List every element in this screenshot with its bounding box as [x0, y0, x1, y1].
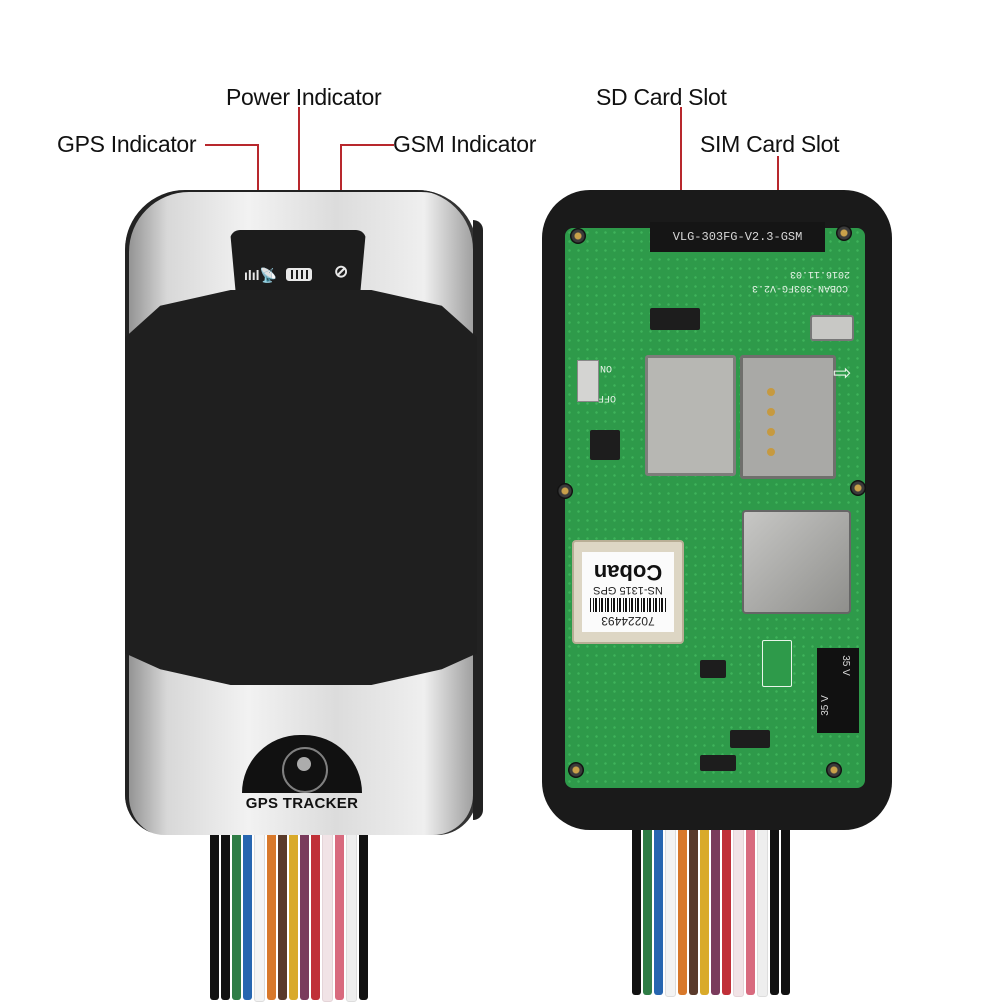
wire	[322, 830, 333, 1002]
wire	[300, 830, 309, 1000]
leader-power-v	[298, 107, 300, 272]
callout-power-indicator: Power Indicator	[226, 84, 382, 110]
sd-card-slot[interactable]	[645, 355, 736, 476]
satellite-icon: ⊘	[334, 262, 349, 281]
wire	[654, 825, 663, 995]
wire	[781, 825, 790, 995]
leader-gps-h	[205, 144, 258, 146]
sim-card-slot[interactable]	[740, 355, 836, 479]
callout-gsm-indicator: GSM Indicator	[393, 131, 537, 157]
screw-icon	[568, 762, 584, 778]
screw-icon	[826, 762, 842, 778]
gsm-module-shield	[742, 510, 851, 614]
wire	[643, 825, 652, 995]
wire	[243, 830, 252, 1000]
insert-arrow-icon: ⇨	[833, 360, 852, 385]
wire	[311, 830, 320, 1000]
casing-edge	[473, 220, 483, 820]
wire	[278, 830, 287, 1000]
wire	[359, 830, 368, 1000]
wire	[346, 830, 357, 1002]
chip	[700, 755, 736, 771]
gps-module: 70224493 NS-1315 GPS Coban	[572, 540, 684, 644]
callout-sim-card-slot: SIM Card Slot	[700, 131, 840, 157]
chip	[762, 640, 792, 687]
screw-icon	[557, 483, 573, 499]
wire	[770, 825, 779, 995]
screw-icon	[570, 228, 586, 244]
wire	[232, 830, 241, 1000]
wire	[733, 825, 744, 997]
capacitor: 35 V 35 V	[817, 648, 859, 733]
screw-icon	[850, 480, 866, 496]
usb-port[interactable]	[810, 315, 854, 341]
wire	[289, 830, 298, 1000]
gps-model: NS-1315 GPS	[593, 584, 663, 596]
wire	[254, 830, 265, 1002]
chip	[700, 660, 726, 678]
capacitor-rating: 35 V	[839, 655, 851, 676]
capacitor-rating: 35 V	[819, 695, 831, 716]
led-indicator-panel: ılıl📡 ⊘	[230, 230, 366, 290]
switch-off-label: OFF	[598, 392, 617, 403]
sim-contact	[767, 388, 775, 396]
signal-antenna-icon: ılıl📡	[244, 267, 277, 283]
silkscreen-date: 2016.11.03	[790, 268, 851, 279]
gps-tracker-logo: GPS TRACKER	[237, 735, 367, 812]
chip	[730, 730, 770, 748]
wire	[700, 825, 709, 995]
wire	[221, 830, 230, 1000]
silkscreen-model: COBAN-303FG-V2.3	[752, 282, 849, 293]
chip	[650, 308, 700, 330]
wire	[711, 825, 720, 995]
wire	[722, 825, 731, 995]
board-header-label: VLG-303FG-V2.3-GSM	[650, 222, 825, 252]
leader-gsm-h	[341, 144, 394, 146]
wire-harness-back	[632, 825, 790, 997]
power-switch[interactable]	[577, 360, 599, 402]
wire	[210, 830, 219, 1000]
chip	[590, 430, 620, 460]
gps-serial: 70224493	[601, 614, 655, 628]
screw-icon	[836, 225, 852, 241]
battery-icon	[286, 268, 312, 281]
sim-contact	[767, 448, 775, 456]
logo-text: GPS TRACKER	[245, 795, 359, 812]
sim-contact	[767, 428, 775, 436]
wire	[632, 825, 641, 995]
wire	[757, 825, 768, 997]
wire	[335, 830, 344, 1000]
wire	[746, 825, 755, 995]
wire	[689, 825, 698, 995]
wire	[267, 830, 276, 1000]
gps-module-label: 70224493 NS-1315 GPS Coban	[582, 552, 674, 632]
globe-dome-icon	[242, 735, 362, 793]
rubber-grip-panel	[125, 290, 477, 685]
sim-contact	[767, 408, 775, 416]
wire-harness-front	[210, 830, 368, 1002]
gps-tracker-front: ılıl📡 ⊘ GPS TRACKER	[125, 190, 483, 835]
barcode	[590, 598, 666, 612]
wire	[665, 825, 676, 997]
callout-sd-card-slot: SD Card Slot	[596, 84, 727, 110]
callout-gps-indicator: GPS Indicator	[57, 131, 197, 157]
wire	[678, 825, 687, 995]
gps-brand: Coban	[593, 560, 663, 585]
switch-on-label: ON	[600, 362, 613, 373]
